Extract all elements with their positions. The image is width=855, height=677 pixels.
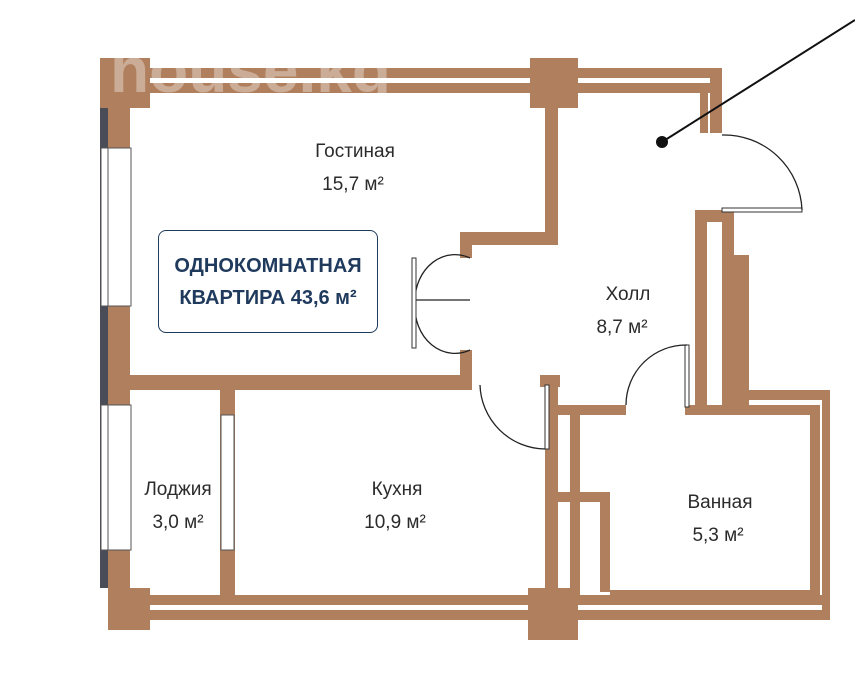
- window: [100, 404, 132, 551]
- room-bathroom: Ванная 5,3 м²: [687, 492, 752, 546]
- entrance-pointer: [656, 19, 855, 148]
- svg-text:3,0 м²: 3,0 м²: [152, 512, 203, 533]
- room-living: Гостиная 15,7 м²: [315, 141, 395, 195]
- walls: [100, 58, 830, 640]
- svg-text:Холл: Холл: [606, 284, 651, 305]
- svg-text:Лоджия: Лоджия: [144, 479, 211, 500]
- svg-text:5,3 м²: 5,3 м²: [692, 525, 743, 546]
- windows: [100, 147, 235, 551]
- room-kitchen: Кухня 10,9 м²: [364, 479, 426, 533]
- room-hall: Холл 8,7 м²: [596, 284, 650, 338]
- facade-edge: [100, 108, 108, 588]
- apartment-title-box: ОДНОКОМНАТНАЯ КВАРТИРА 43,6 м²: [158, 230, 378, 333]
- svg-text:15,7 м²: 15,7 м²: [322, 174, 384, 195]
- svg-text:Гостиная: Гостиная: [315, 141, 395, 162]
- window: [220, 414, 235, 551]
- svg-text:Ванная: Ванная: [687, 492, 752, 513]
- svg-text:Кухня: Кухня: [372, 479, 423, 500]
- room-loggia: Лоджия 3,0 м²: [144, 479, 211, 533]
- svg-text:10,9 м²: 10,9 м²: [364, 512, 426, 533]
- watermark: house.kg: [110, 34, 391, 106]
- svg-text:8,7 м²: 8,7 м²: [596, 317, 647, 338]
- doors: [411, 134, 803, 450]
- apartment-total-area: КВАРТИРА 43,6 м²: [179, 286, 357, 309]
- window: [100, 147, 132, 307]
- apartment-type: ОДНОКОМНАТНАЯ: [174, 254, 362, 277]
